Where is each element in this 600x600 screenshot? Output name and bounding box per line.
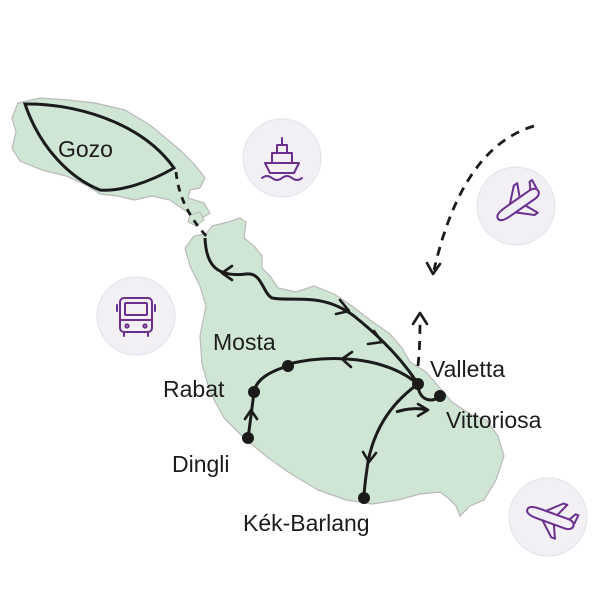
rabat-marker bbox=[248, 386, 260, 398]
gozo-island bbox=[11, 97, 211, 219]
ship-icon bbox=[242, 118, 322, 198]
valletta-lagoon-arrow bbox=[361, 450, 378, 464]
flight-departure-route bbox=[416, 317, 422, 367]
vittoriosa-arrow bbox=[416, 402, 430, 418]
valletta-marker bbox=[412, 378, 424, 390]
vittoriosa-link bbox=[395, 407, 427, 414]
dingli-marker bbox=[242, 432, 254, 444]
valletta-mosta-route bbox=[287, 357, 419, 386]
coastal-route-arrows bbox=[220, 264, 384, 346]
mosta-marker bbox=[282, 360, 294, 372]
gozo-loop-route bbox=[22, 102, 177, 192]
malta-island bbox=[184, 217, 505, 518]
label-mosta: Mosta bbox=[213, 329, 276, 355]
valletta-mosta-arrow bbox=[340, 350, 354, 369]
label-blue-lagoon: Kék-Barlang bbox=[243, 510, 370, 536]
blue-lagoon-marker bbox=[358, 492, 370, 504]
flight-arrival-arrow bbox=[425, 261, 442, 276]
label-valletta: Valletta bbox=[430, 356, 505, 382]
airplane-departure-icon bbox=[508, 477, 588, 557]
comino-islet bbox=[187, 211, 205, 227]
airplane-arrival-icon bbox=[476, 166, 556, 246]
ferry-route bbox=[174, 171, 210, 239]
flight-departure-arrow bbox=[411, 311, 429, 326]
bus-icon bbox=[96, 276, 176, 356]
vittoriosa-marker bbox=[434, 390, 446, 402]
label-rabat: Rabat bbox=[163, 376, 225, 402]
flight-arrival-route bbox=[432, 124, 535, 271]
label-gozo: Gozo bbox=[58, 136, 113, 162]
label-vittoriosa: Vittoriosa bbox=[446, 407, 542, 433]
label-dingli: Dingli bbox=[172, 451, 230, 477]
dingli-rabat-arrow bbox=[243, 408, 259, 421]
